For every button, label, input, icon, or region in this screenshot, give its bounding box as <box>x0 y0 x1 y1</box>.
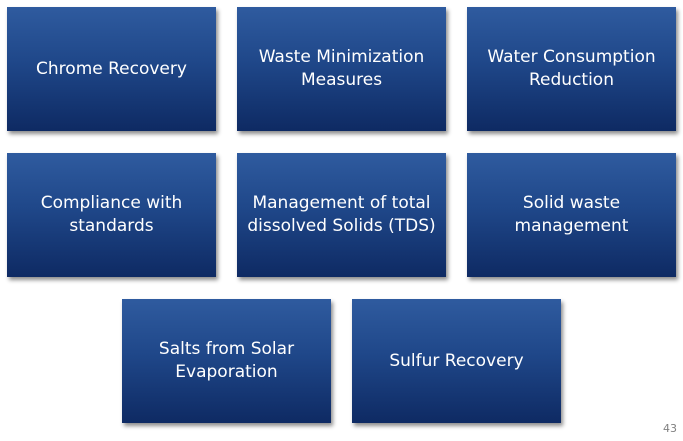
box-label: Compliance with standards <box>40 193 183 236</box>
box-waste-minimization: Waste Minimization Measures <box>237 7 446 131</box>
box-label: Waste Minimization Measures <box>258 47 425 90</box>
box-chrome-recovery: Chrome Recovery <box>7 7 216 131</box>
box-water-consumption: Water Consumption Reduction <box>467 7 676 131</box>
box-label: Solid waste management <box>514 193 629 236</box>
box-label: Chrome Recovery <box>36 58 187 79</box>
box-sulfur-recovery: Sulfur Recovery <box>352 299 561 423</box>
box-compliance-standards: Compliance with standards <box>7 153 216 277</box>
box-tds-management: Management of total dissolved Solids (TD… <box>237 153 446 277</box>
box-solid-waste: Solid waste management <box>467 153 676 277</box>
box-solar-salts: Salts from Solar Evaporation <box>122 299 331 423</box>
box-label: Water Consumption Reduction <box>487 47 656 90</box>
page-number: 43 <box>663 422 677 435</box>
box-label: Salts from Solar Evaporation <box>158 339 295 382</box>
box-label: Sulfur Recovery <box>389 350 524 371</box>
box-label: Management of total dissolved Solids (TD… <box>247 193 436 236</box>
